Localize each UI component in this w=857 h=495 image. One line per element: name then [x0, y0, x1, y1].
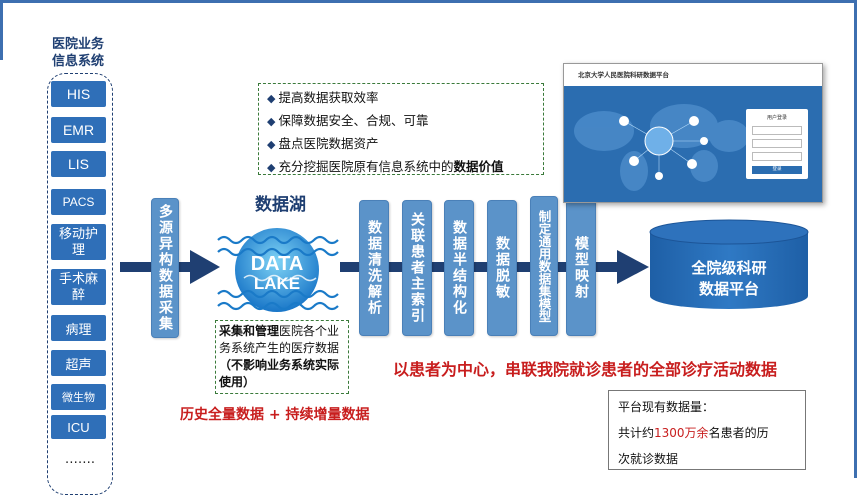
diamond-bullet-icon: ◆ — [267, 161, 276, 174]
platform-label-line1: 全院级科研 — [691, 259, 767, 277]
data-lake-title: 数据湖 — [255, 195, 306, 215]
step-desensitize: 数据脱敏 — [487, 200, 517, 336]
data-lake-logo: DATA LAKE — [217, 228, 339, 312]
history-data-text: 历史全量数据 + 持续增量数据 — [180, 407, 370, 423]
step-semi-structure: 数据半结构化 — [444, 200, 474, 336]
diamond-bullet-icon: ◆ — [267, 92, 276, 105]
right-border — [854, 0, 857, 478]
system-ultrasound: 超声 — [51, 350, 106, 376]
login-username-field[interactable] — [752, 126, 802, 135]
platform-label: 全院级科研 数据平台 — [651, 258, 807, 300]
data-lake-description: 采集和管理医院各个业务系统产生的医疗数据（不影响业务系统实际使用） — [215, 320, 349, 394]
login-captcha-field[interactable] — [752, 152, 802, 161]
login-card: 用户登录 登录 — [746, 109, 808, 179]
stats-line1: 平台现有数据量： — [618, 400, 715, 414]
login-password-field[interactable] — [752, 139, 802, 148]
login-title: 用户登录 — [766, 115, 787, 121]
stats-line2: 共计约1300万余名患者的历 — [618, 426, 769, 440]
system-microbiology: 微生物 — [51, 384, 106, 410]
step-model-mapping: 模型映射 — [566, 200, 596, 336]
systems-title: 医院业务 信息系统 — [28, 36, 128, 70]
goal-item: ◆盘点医院数据资产 — [267, 136, 379, 151]
goal-item: ◆保障数据安全、合规、可靠 — [267, 113, 429, 128]
top-border — [0, 0, 857, 3]
systems-title-line1: 医院业务 — [51, 37, 104, 52]
diamond-bullet-icon: ◆ — [267, 115, 276, 128]
system-his: HIS — [51, 81, 106, 107]
collection-box: 多源异构数据采集 — [151, 198, 179, 338]
logo-text-data: DATA — [251, 253, 304, 275]
flow-arrowhead-2 — [190, 250, 220, 284]
system-anesthesia: 手术麻醉 — [51, 269, 106, 305]
research-platform-cylinder — [649, 219, 809, 309]
goal-item: ◆提高数据获取效率 — [267, 90, 379, 105]
step-patient-index: 关联患者主索引 — [402, 200, 432, 336]
patient-centered-text: 以患者为中心，串联我院就诊患者的全部诊疗活动数据 — [393, 360, 778, 379]
screenshot-header: 北京大学人民医院科研数据平台 — [564, 64, 822, 86]
diamond-bullet-icon: ◆ — [267, 138, 276, 151]
step-clean-parse: 数据清洗解析 — [359, 200, 389, 336]
stats-line3: 次就诊数据 — [618, 452, 679, 466]
logo-text-lake: LAKE — [254, 274, 300, 293]
system-emr: EMR — [51, 117, 106, 143]
flow-arrow-1 — [120, 262, 151, 272]
platform-label-line2: 数据平台 — [698, 280, 759, 298]
login-button[interactable]: 登录 — [752, 166, 802, 174]
system-pathology: 病理 — [51, 315, 106, 341]
stats-box: 平台现有数据量： 共计约1300万余名患者的历 次就诊数据 — [608, 390, 806, 470]
flow-arrow-3-shaft — [340, 262, 620, 272]
step-dataset-model: 制定通用数据集模型 — [530, 196, 558, 336]
world-map-graphic — [564, 86, 822, 202]
system-lis: LIS — [51, 151, 106, 177]
system-mobile-nursing: 移动护理 — [51, 224, 106, 260]
goals-box: ◆提高数据获取效率 ◆保障数据安全、合规、可靠 ◆盘点医院数据资产 ◆充分挖掘医… — [258, 83, 544, 175]
goal-item: ◆充分挖掘医院原有信息系统中的数据价值 — [267, 159, 504, 174]
platform-screenshot: 北京大学人民医院科研数据平台 用户登录 登录 — [563, 63, 823, 203]
flow-arrow-2-shaft — [177, 262, 197, 272]
system-pacs: PACS — [51, 189, 106, 215]
flow-arrowhead-3 — [617, 250, 649, 284]
system-icu: ICU — [51, 415, 106, 439]
left-border — [0, 0, 3, 60]
systems-title-line2: 信息系统 — [51, 54, 104, 69]
systems-more: ……. — [64, 452, 96, 467]
